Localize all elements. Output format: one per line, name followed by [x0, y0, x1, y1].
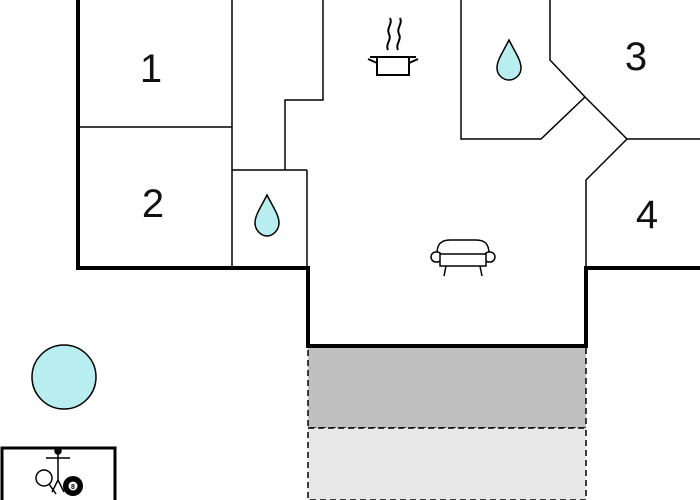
- kitchen-pot-icon: [367, 17, 419, 76]
- room-2-label: 2: [142, 182, 164, 226]
- interior-walls: [78, 0, 700, 268]
- table-tennis-icon: [35, 447, 70, 495]
- room-4-label: 4: [636, 193, 658, 237]
- living-room-sofa-icon: [430, 239, 496, 277]
- room-3-label: 3: [625, 35, 647, 79]
- svg-text:8: 8: [71, 484, 75, 491]
- shower-water-drop-icon: [254, 193, 280, 237]
- pool-icon: [31, 344, 97, 410]
- billiards-ball-icon: 8: [63, 476, 83, 496]
- bathroom-water-drop-icon: [496, 38, 522, 81]
- covered-terrace: [307, 345, 587, 429]
- outer-walls: [76, 0, 700, 348]
- room-1-label: 1: [140, 47, 162, 91]
- open-terrace: [307, 427, 587, 500]
